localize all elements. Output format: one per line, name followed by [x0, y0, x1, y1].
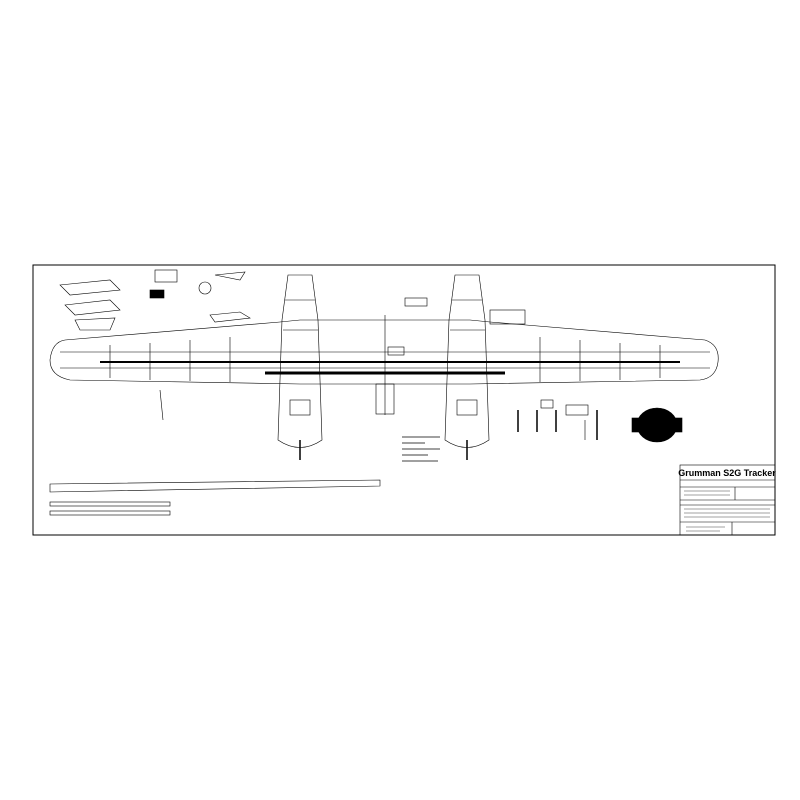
fuselage-stub	[375, 383, 395, 415]
spar-strips	[49, 479, 381, 516]
nacelle-left	[277, 274, 323, 460]
title-block	[679, 464, 776, 536]
detail-parts-left	[59, 269, 251, 421]
roundel-marking	[631, 407, 683, 443]
detail-parts-right	[404, 297, 598, 440]
wing-planform	[49, 315, 719, 415]
center-label-box	[387, 346, 405, 356]
drawing-title: Grumman S2G Tracker	[678, 468, 776, 478]
nacelle-right	[444, 274, 490, 460]
notes-block	[402, 436, 440, 462]
wing-ribs	[109, 337, 661, 382]
sheet-border	[32, 264, 776, 536]
